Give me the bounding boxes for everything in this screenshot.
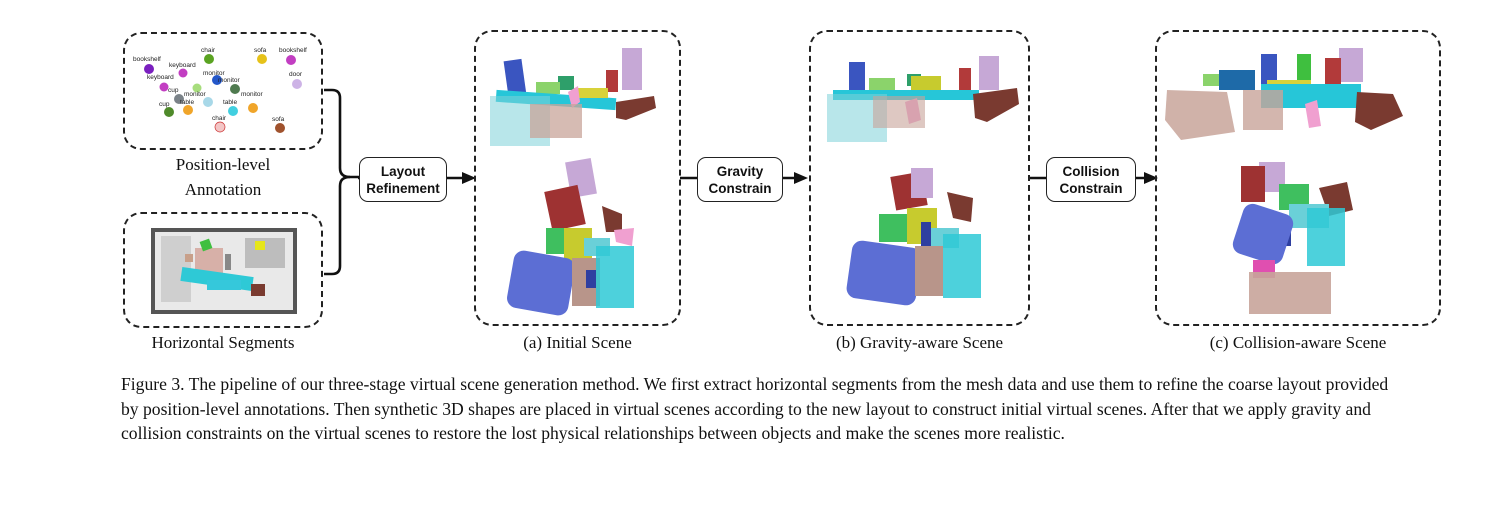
layout-step-line1: Layout <box>380 163 426 179</box>
gravity-scene-caption: (b) Gravity-aware Scene <box>835 333 1004 352</box>
layout-step-line2: Refinement <box>366 180 440 196</box>
annotation-label: monitor <box>184 91 206 98</box>
collision-step-line2: Constrain <box>1059 180 1123 196</box>
gravity-constrain-step: Gravity Constrain <box>697 157 783 202</box>
position-level-annotation-panel: bookshelf keyboard chair sofa bookshelf … <box>123 32 323 150</box>
gravity-scene-panel <box>809 30 1030 326</box>
collision-scene-caption: (c) Collision-aware Scene <box>1209 333 1387 352</box>
annotation-label: bookshelf <box>133 56 161 63</box>
initial-scene-caption: (a) Initial Scene <box>523 333 632 352</box>
annotation-dots <box>144 54 302 133</box>
initial-scene-render <box>490 48 656 316</box>
gravity-step-line1: Gravity <box>716 163 764 179</box>
annotation-label: table <box>223 99 238 106</box>
figure-caption: Figure 3. The pipeline of our three-stag… <box>121 374 1389 443</box>
annotation-label: sofa <box>254 47 267 54</box>
annotation-label: chair <box>212 115 227 122</box>
annotation-label: cup <box>159 101 170 108</box>
annotation-label: monitor <box>241 91 263 98</box>
gravity-step-line2: Constrain <box>708 180 772 196</box>
annotation-label: chair <box>201 47 216 54</box>
gravity-scene-render <box>827 56 1019 306</box>
initial-scene-panel <box>474 30 681 326</box>
annotation-label: keyboard <box>169 62 196 69</box>
annotation-label: monitor <box>218 77 240 84</box>
collision-scene-panel <box>1155 30 1441 326</box>
annotation-label: bookshelf <box>279 47 307 54</box>
collision-constrain-step: Collision Constrain <box>1046 157 1136 202</box>
annotation-label: keyboard <box>147 74 174 81</box>
position-level-caption-line2: Annotation <box>184 180 262 199</box>
layout-refinement-step: Layout Refinement <box>359 157 447 202</box>
annotation-label: sofa <box>272 116 285 123</box>
collision-step-line1: Collision <box>1062 163 1120 179</box>
annotation-label: monitor <box>203 70 225 77</box>
horizontal-segments-panel <box>123 212 323 328</box>
annotation-label: table <box>180 99 195 106</box>
floorplan-illustration <box>151 228 297 314</box>
annotation-label: cup <box>168 87 179 94</box>
position-level-caption-line1: Position-level <box>175 155 271 174</box>
brace-connector <box>324 88 360 276</box>
annotation-label: door <box>289 71 303 78</box>
horizontal-segments-caption: Horizontal Segments <box>151 333 295 352</box>
collision-scene-render <box>1165 48 1403 314</box>
